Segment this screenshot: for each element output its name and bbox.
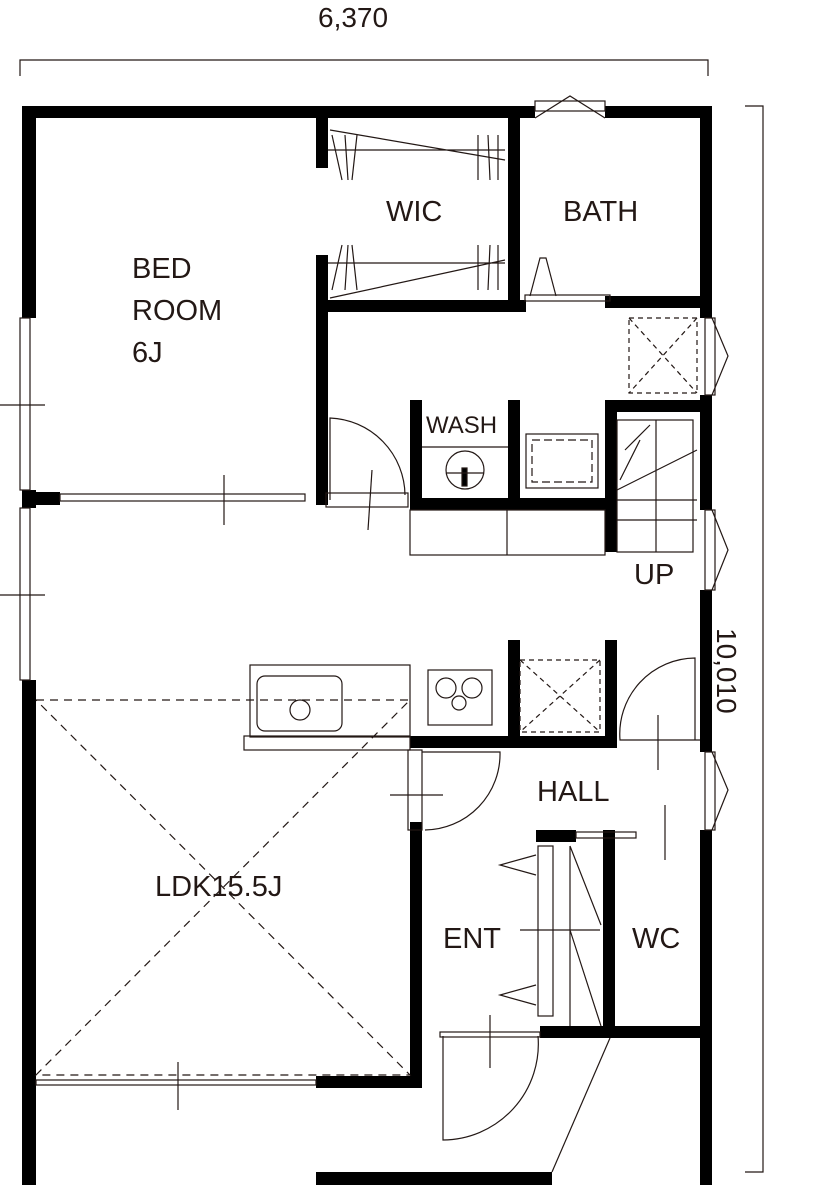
ldk-label: LDK15.5J bbox=[155, 871, 283, 903]
entrance-label: ENT bbox=[443, 923, 501, 955]
bedroom-label-line3: 6J bbox=[132, 337, 163, 369]
bedroom-label: BED ROOM 6J bbox=[132, 248, 222, 374]
wc-label: WC bbox=[632, 923, 681, 955]
wic-label: WIC bbox=[386, 196, 443, 228]
bedroom-label-line2: ROOM bbox=[132, 295, 223, 327]
fixtures bbox=[0, 95, 729, 1173]
bath-label: BATH bbox=[563, 196, 639, 228]
dimension-lines bbox=[19, 59, 764, 1173]
hall-label: HALL bbox=[537, 776, 610, 808]
walls bbox=[22, 106, 712, 1185]
stairs-up-label: UP bbox=[634, 559, 675, 591]
wash-label: WASH bbox=[426, 412, 498, 439]
bedroom-label-line1: BED bbox=[132, 253, 192, 285]
width-dimension: 6,370 bbox=[318, 2, 389, 33]
